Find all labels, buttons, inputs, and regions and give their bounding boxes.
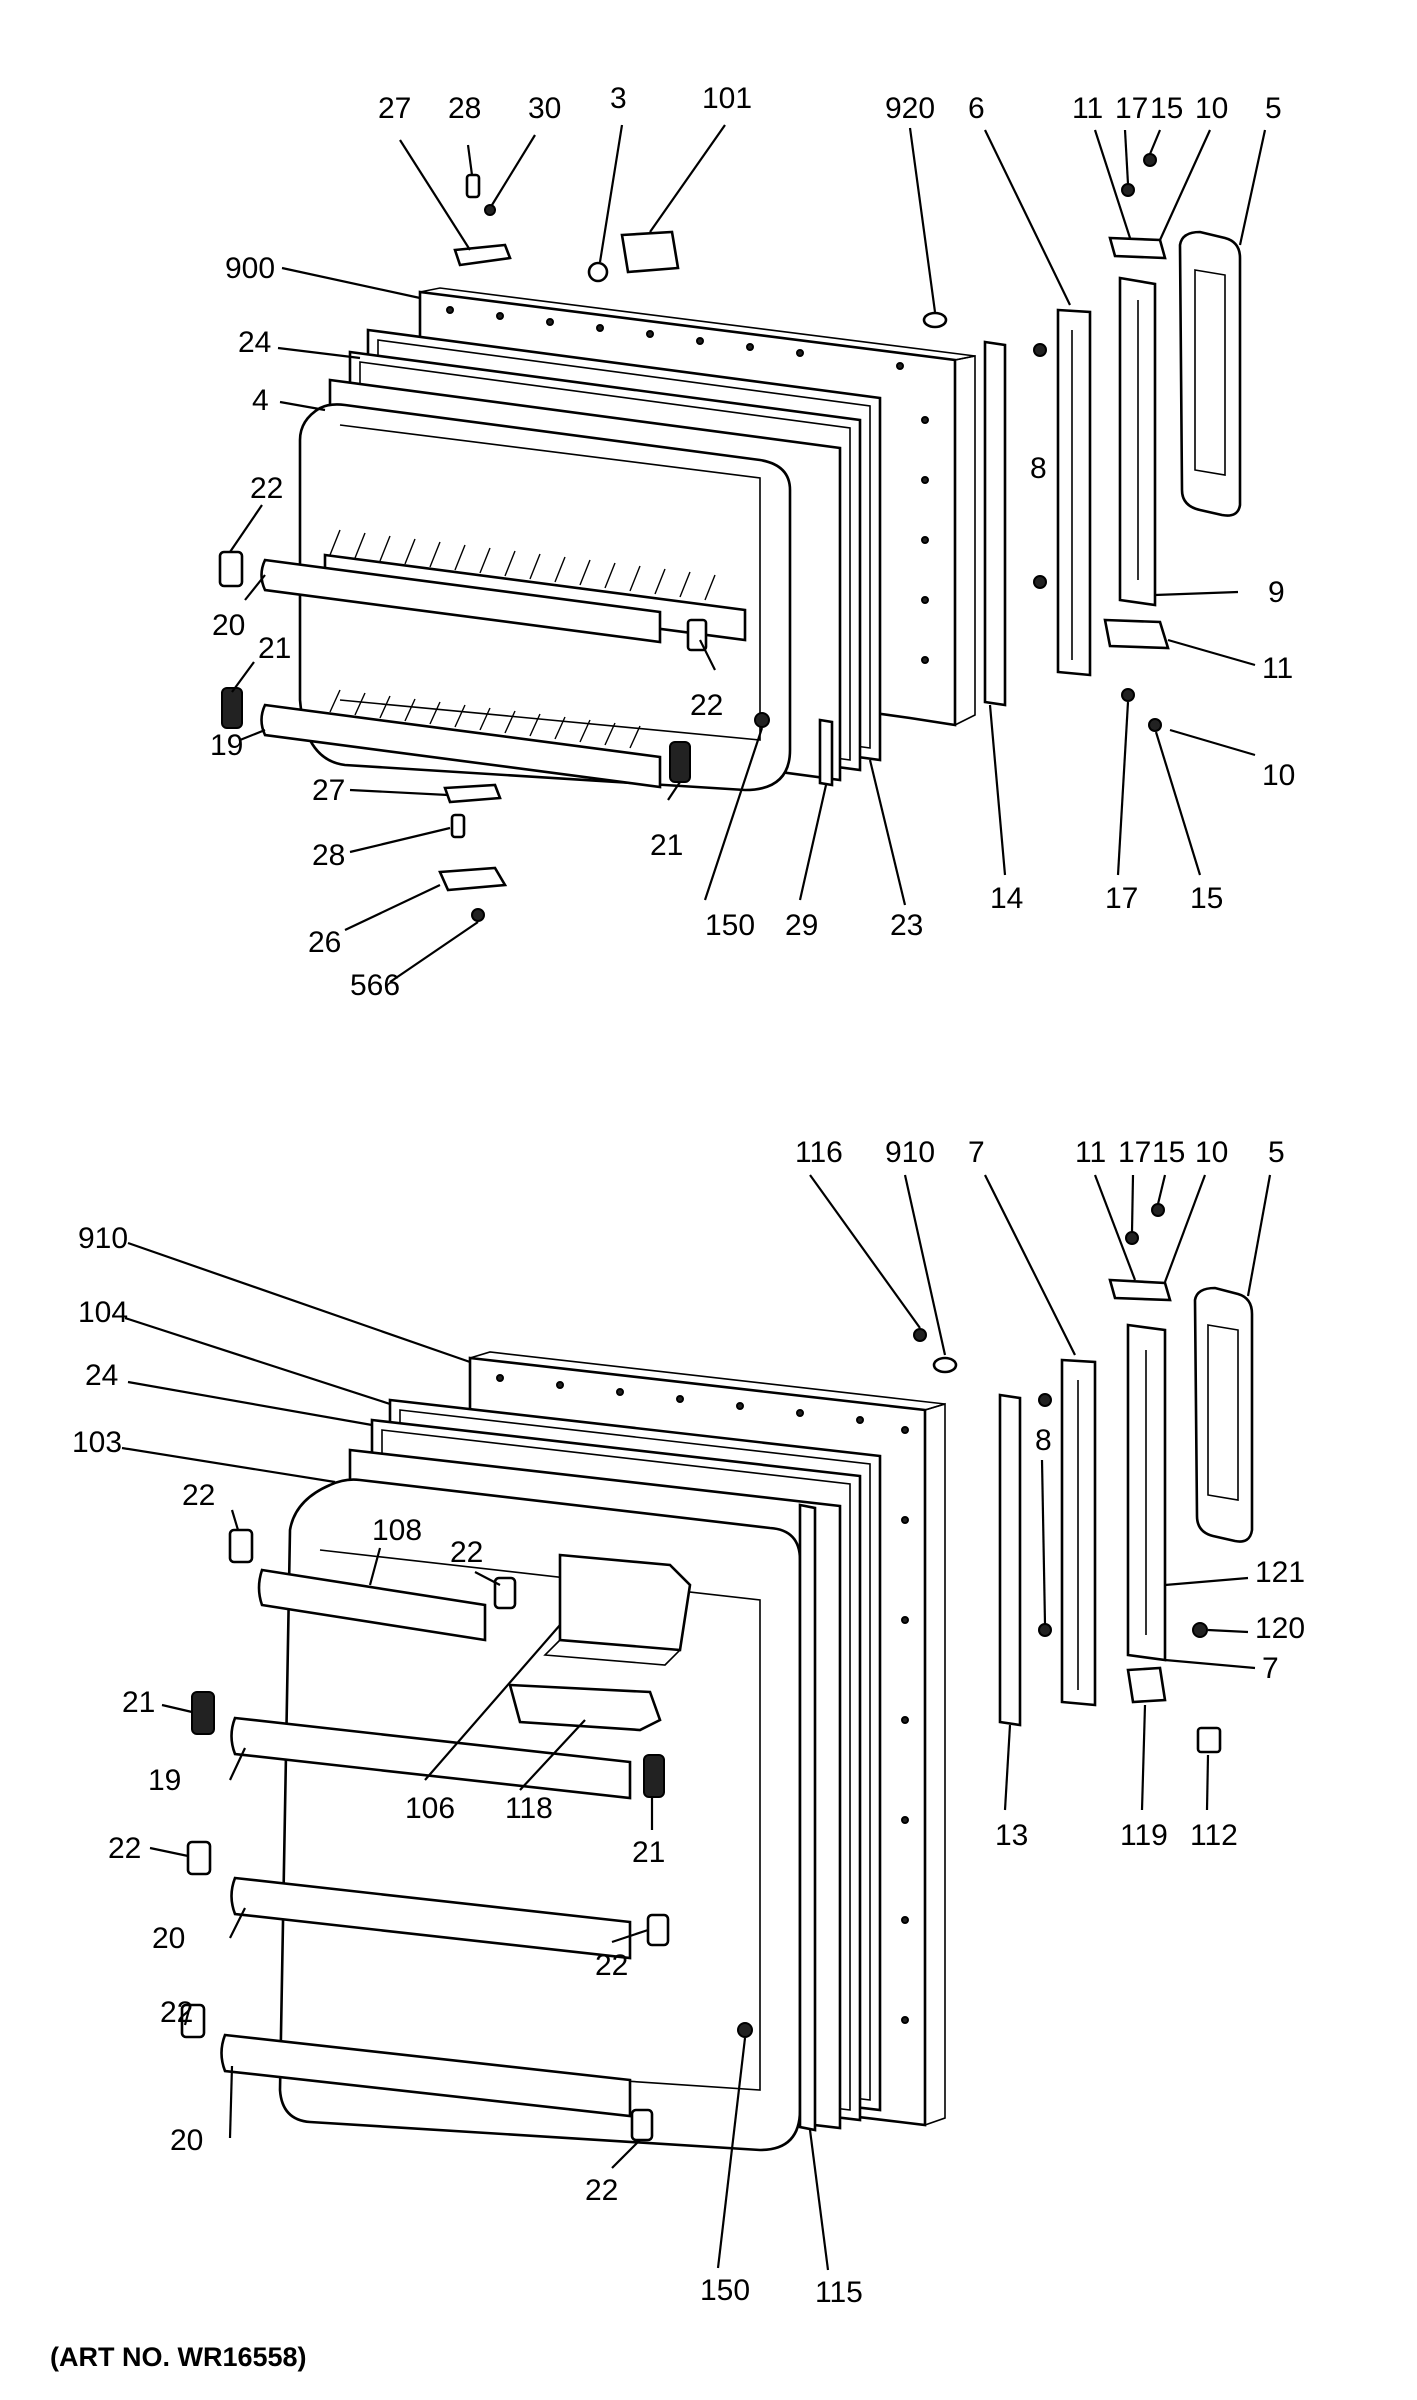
callout-115: 115	[815, 2276, 863, 2309]
callout-20: 20	[212, 609, 245, 642]
callout-10: 10	[1195, 92, 1228, 125]
callout-15: 15	[1150, 92, 1183, 125]
callout-21: 21	[650, 829, 683, 862]
callout-4: 4	[252, 384, 269, 417]
callout-15: 15	[1190, 882, 1223, 915]
callout-24: 24	[85, 1359, 118, 1392]
callout-29: 29	[785, 909, 818, 942]
callout-21: 21	[122, 1686, 155, 1719]
callout-900: 900	[225, 252, 275, 285]
callout-112: 112	[1190, 1819, 1238, 1852]
callout-22: 22	[250, 472, 283, 505]
callout-5: 5	[1268, 1136, 1285, 1169]
callout-30: 30	[528, 92, 561, 125]
callout-26: 26	[308, 926, 341, 959]
callout-15: 15	[1152, 1136, 1185, 1169]
art-number-label: (ART NO. WR16558)	[50, 2342, 307, 2372]
callout-23: 23	[890, 909, 923, 942]
freezer-callouts: 27 28 30 3 101 920 6 11 17 15 10 5 900 2…	[210, 82, 1295, 1002]
callout-7: 7	[968, 1136, 985, 1169]
callout-150: 150	[705, 909, 755, 942]
callout-14: 14	[990, 882, 1023, 915]
callout-21: 21	[632, 1836, 665, 1869]
callout-920: 920	[885, 92, 935, 125]
callout-24: 24	[238, 326, 271, 359]
callout-22: 22	[595, 1949, 628, 1982]
callout-22: 22	[160, 1996, 193, 2029]
callout-108: 108	[372, 1514, 422, 1547]
callout-22: 22	[450, 1536, 483, 1569]
callout-118: 118	[505, 1792, 553, 1825]
callout-11: 11	[1072, 92, 1103, 125]
callout-8: 8	[1035, 1424, 1052, 1457]
fresh-food-door-assembly	[180, 1203, 1254, 2152]
freezer-leader-lines	[229, 124, 1267, 983]
callout-566: 566	[350, 969, 400, 1002]
callout-10: 10	[1262, 759, 1295, 792]
callout-21: 21	[258, 632, 291, 665]
callout-5: 5	[1265, 92, 1282, 125]
freezer-door-assembly	[218, 153, 1242, 922]
callout-121: 121	[1255, 1556, 1305, 1589]
callout-103: 103	[72, 1426, 122, 1459]
callout-910: 910	[885, 1136, 935, 1169]
callout-6: 6	[968, 92, 985, 125]
callout-116: 116	[795, 1136, 843, 1169]
callout-8: 8	[1030, 452, 1047, 485]
callout-27: 27	[312, 774, 345, 807]
callout-11: 11	[1075, 1136, 1106, 1169]
callout-19: 19	[148, 1764, 181, 1797]
callout-104: 104	[78, 1296, 128, 1329]
callout-20: 20	[170, 2124, 203, 2157]
callout-3: 3	[610, 82, 627, 115]
callout-22: 22	[108, 1832, 141, 1865]
fresh-food-leader-lines	[121, 1174, 1272, 2271]
callout-9: 9	[1268, 576, 1285, 609]
callout-19: 19	[210, 729, 243, 762]
callout-7: 7	[1262, 1652, 1279, 1685]
callout-22: 22	[690, 689, 723, 722]
callout-10: 10	[1195, 1136, 1228, 1169]
callout-13: 13	[995, 1819, 1028, 1852]
callout-20: 20	[152, 1922, 185, 1955]
callout-101: 101	[702, 82, 752, 115]
callout-119: 119	[1120, 1819, 1168, 1852]
callout-910: 910	[78, 1222, 128, 1255]
callout-22: 22	[182, 1479, 215, 1512]
callout-22: 22	[585, 2174, 618, 2207]
callout-106: 106	[405, 1792, 455, 1825]
callout-17: 17	[1118, 1136, 1151, 1169]
fresh-food-callouts: 116 910 7 11 17 15 10 5 910 104 24 103 2…	[72, 1136, 1305, 2309]
callout-120: 120	[1255, 1612, 1305, 1645]
callout-17: 17	[1115, 92, 1148, 125]
callout-28: 28	[448, 92, 481, 125]
callout-11: 11	[1262, 652, 1293, 685]
callout-27: 27	[378, 92, 411, 125]
callout-28: 28	[312, 839, 345, 872]
callout-17: 17	[1105, 882, 1138, 915]
callout-150: 150	[700, 2274, 750, 2307]
